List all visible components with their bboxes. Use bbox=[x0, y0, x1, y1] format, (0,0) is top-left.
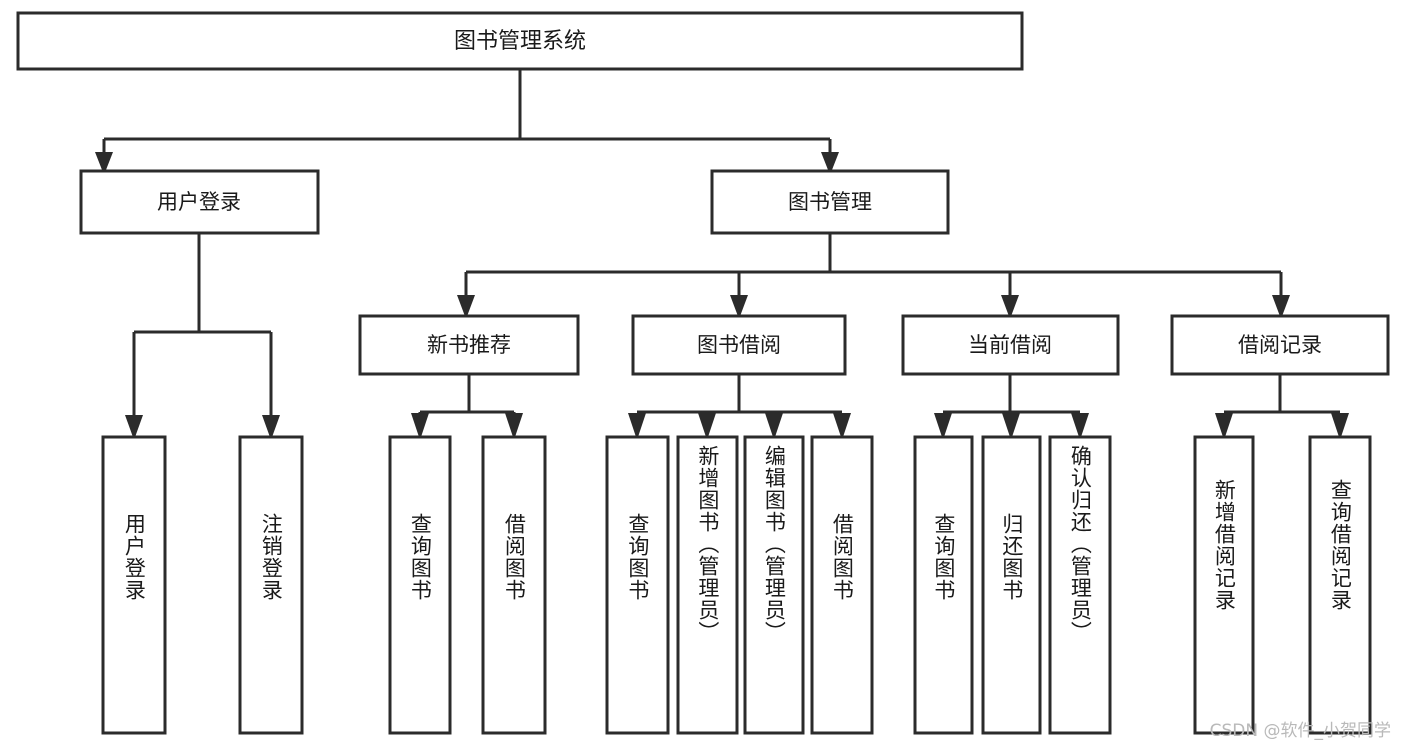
connector-layer bbox=[95, 69, 1349, 440]
node-box-leaf-edit-book[interactable] bbox=[743, 435, 805, 735]
node-label-root: 图书管理系统 bbox=[454, 29, 586, 54]
node-box-leaf-confirm-return[interactable] bbox=[1048, 435, 1112, 735]
node-label-book-mgmt: 图书管理 bbox=[788, 190, 872, 214]
node-box-book-mgmt[interactable] bbox=[710, 169, 950, 235]
node-label-current-borrow: 当前借阅 bbox=[968, 333, 1052, 357]
node-box-leaf-borrow-book-2[interactable] bbox=[810, 435, 874, 735]
arrow-head-borrow-record bbox=[1272, 295, 1290, 319]
node-box-leaf-logout[interactable] bbox=[238, 435, 304, 735]
arrow-head-book-mgmt bbox=[821, 152, 839, 175]
node-box-leaf-query-book-1[interactable] bbox=[388, 435, 452, 735]
node-box-leaf-query-book-3[interactable] bbox=[913, 435, 974, 735]
node-box-leaf-return-book[interactable] bbox=[981, 435, 1042, 735]
arrow-head-leaf-confirm-return bbox=[1071, 413, 1089, 440]
node-box-leaf-query-book-2[interactable] bbox=[605, 435, 670, 735]
arrow-head-leaf-add-record bbox=[1215, 413, 1233, 440]
node-box-borrow-record[interactable] bbox=[1170, 314, 1390, 376]
node-box-current-borrow[interactable] bbox=[901, 314, 1120, 376]
node-box-root[interactable] bbox=[16, 11, 1024, 71]
node-layer: 图书管理系统 用户登录 图书管理 新书推荐 图书借阅 当前借阅 借阅记录 bbox=[16, 11, 1390, 735]
node-label-borrow-record: 借阅记录 bbox=[1238, 333, 1322, 357]
arrow-head-leaf-return-book bbox=[1002, 413, 1020, 440]
node-box-leaf-add-book[interactable] bbox=[676, 435, 739, 735]
arrow-head-leaf-user-login bbox=[125, 415, 143, 440]
arrow-head-current-borrow bbox=[1001, 295, 1019, 319]
arrow-head-leaf-query-book-3 bbox=[934, 413, 952, 440]
node-box-leaf-add-record[interactable] bbox=[1193, 435, 1255, 735]
node-label-new-book-rec: 新书推荐 bbox=[427, 333, 511, 357]
node-box-user-login[interactable] bbox=[79, 169, 320, 235]
arrow-head-leaf-query-book-1 bbox=[411, 413, 429, 440]
arrow-head-new-book-rec bbox=[457, 295, 475, 319]
node-label-user-login: 用户登录 bbox=[157, 190, 241, 214]
node-box-leaf-query-record[interactable] bbox=[1308, 435, 1372, 735]
arrow-head-book-borrow bbox=[730, 295, 748, 319]
node-label-book-borrow: 图书借阅 bbox=[697, 333, 781, 357]
arrow-head-leaf-logout bbox=[262, 415, 280, 440]
arrow-head-leaf-borrow-book-1 bbox=[505, 413, 523, 440]
arrow-head-leaf-borrow-book-2 bbox=[833, 413, 851, 440]
node-box-book-borrow[interactable] bbox=[631, 314, 847, 376]
arrow-head-leaf-edit-book bbox=[765, 413, 783, 440]
node-box-new-book-rec[interactable] bbox=[358, 314, 580, 376]
arrow-head-leaf-query-book-2 bbox=[628, 413, 646, 440]
node-box-leaf-user-login[interactable] bbox=[101, 435, 167, 735]
arrow-head-leaf-add-book bbox=[698, 413, 716, 440]
arrow-head-leaf-query-record bbox=[1331, 413, 1349, 440]
node-box-leaf-borrow-book-1[interactable] bbox=[481, 435, 547, 735]
arrow-head-user-login bbox=[95, 152, 113, 175]
